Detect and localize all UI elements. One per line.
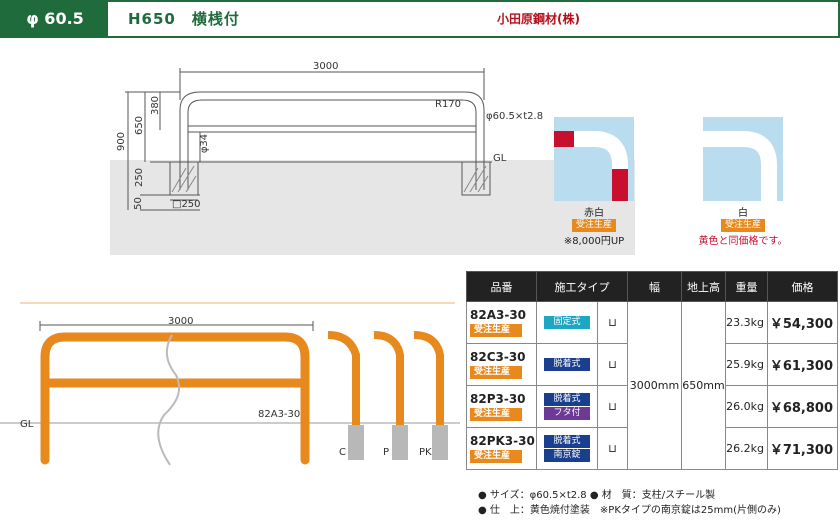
ground-label: GL — [493, 153, 507, 164]
cell-width: 3000mm — [627, 301, 682, 470]
redwhite-note: ※8,000円UP — [563, 236, 625, 247]
install-icon: ⊔ — [597, 343, 628, 386]
install-icon: ⊔ — [597, 301, 628, 344]
technical-drawing — [125, 68, 492, 211]
dim-380: 380 — [150, 95, 162, 116]
row-price: ￥54,300 — [767, 301, 838, 344]
dim-width: 3000 — [313, 61, 339, 72]
note-line-1: ● サイズ：φ60.5×t2.8 ● 材 質：支柱/スチール製 — [478, 490, 716, 501]
row-weight: 26.2kg — [725, 427, 768, 470]
photo-gl: GL — [20, 419, 34, 430]
redwhite-caption: 赤白 受注生産 ※8,000円UP — [549, 204, 639, 247]
header-bar: φ 60.5 H650 横桟付 小田原鋼材(株) — [0, 0, 840, 38]
redwhite-swatch — [554, 117, 634, 201]
col-code: 品番 — [466, 271, 537, 302]
col-weight: 重量 — [725, 271, 768, 302]
dim-250: 250 — [134, 167, 146, 188]
redwhite-badge: 受注生産 — [571, 219, 616, 232]
install-icon: ⊔ — [597, 385, 628, 428]
dim-base: □250 — [172, 199, 201, 210]
col-width: 幅 — [627, 271, 682, 302]
col-price: 価格 — [767, 271, 838, 302]
dim-50: 50 — [132, 197, 144, 210]
col-height: 地上高 — [681, 271, 726, 302]
white-swatch — [703, 117, 783, 201]
dim-650: 650 — [134, 115, 146, 136]
dim-radius: R170 — [435, 99, 462, 110]
white-caption: 白 受注生産 黄色と同価格です。 — [698, 204, 788, 247]
note-line-2: ● 仕 上：黄色焼付塗装 ※PKタイプの南京錠は25mm(片側のみ) — [478, 505, 781, 516]
white-label: 白 — [738, 208, 748, 219]
product-title: H650 横桟付 — [128, 10, 240, 28]
variant-c: C — [339, 447, 346, 458]
row-price: ￥68,800 — [767, 385, 838, 428]
row-weight: 25.9kg — [725, 343, 768, 386]
dim-pipe: φ60.5×t2.8 — [486, 111, 544, 122]
row-price: ￥71,300 — [767, 427, 838, 470]
row-type: 固定式 — [536, 301, 598, 344]
table-header-row: 品番 施工タイプ 幅 地上高 重量 価格 — [466, 271, 838, 302]
photo-width: 3000 — [168, 316, 194, 327]
row-weight: 26.0kg — [725, 385, 768, 428]
row-price: ￥61,300 — [767, 343, 838, 386]
dim-phi34: φ34 — [199, 133, 211, 154]
white-note: 黄色と同価格です。 — [698, 236, 788, 247]
spec-notes: ● サイズ：φ60.5×t2.8 ● 材 質：支柱/スチール製 ● 仕 上：黄色… — [478, 488, 781, 518]
variant-p: P — [383, 447, 390, 458]
variant-pk: PK — [419, 447, 432, 458]
row-weight: 23.3kg — [725, 301, 768, 344]
row-type: 脱着式フタ付 — [536, 385, 598, 428]
col-type: 施工タイプ — [536, 271, 628, 302]
row-type: 脱着式 — [536, 343, 598, 386]
photo-model: 82A3-30 — [258, 409, 301, 420]
dim-900: 900 — [116, 131, 128, 152]
diameter-label: φ 60.5 — [2, 2, 108, 36]
maker-name: 小田原鋼材(株) — [497, 12, 580, 26]
white-badge: 受注生産 — [720, 219, 765, 232]
install-icon: ⊔ — [597, 427, 628, 470]
product-illustration — [0, 302, 460, 466]
redwhite-label: 赤白 — [584, 208, 604, 219]
cell-height: 650mm — [681, 301, 726, 470]
row-type: 脱着式南京錠 — [536, 427, 598, 470]
